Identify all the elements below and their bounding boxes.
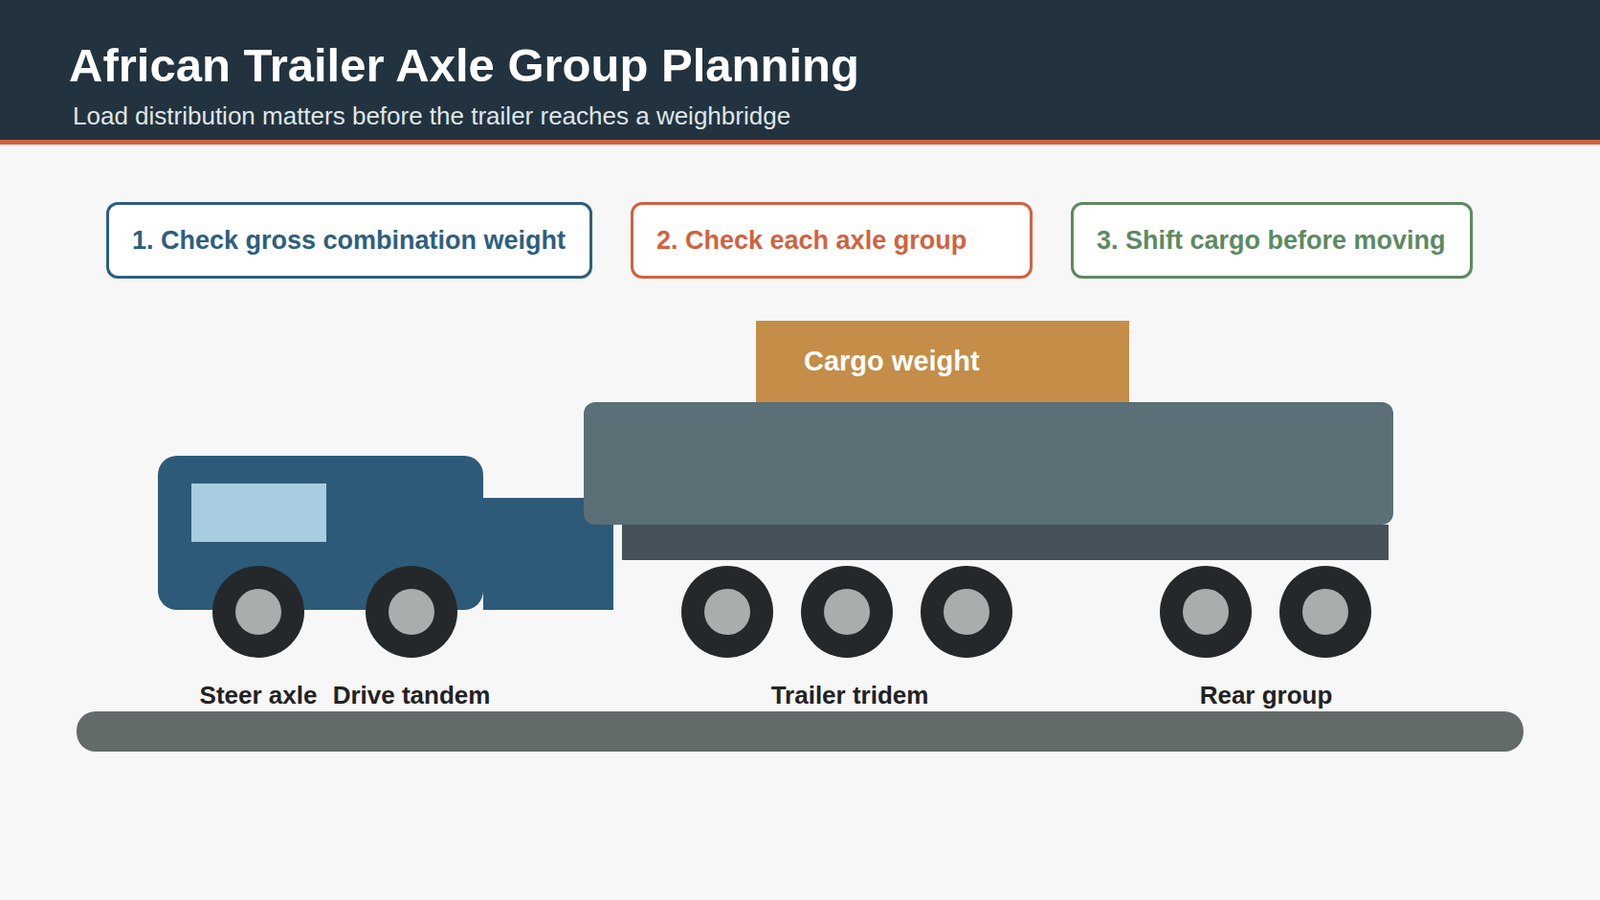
hub <box>1182 588 1229 635</box>
tire <box>681 565 774 658</box>
step-text: 3. Shift cargo before moving <box>1096 225 1447 256</box>
step-box: 1. Check gross combination weight <box>106 201 593 279</box>
step-text: 2. Check each axle group <box>656 225 1007 256</box>
page-title: African Trailer Axle Group Planning <box>68 38 860 92</box>
cargo-block: Cargo weight <box>755 320 1130 402</box>
cab-window <box>191 483 327 542</box>
trailer-body <box>583 401 1394 525</box>
axle-label: Trailer tridem <box>771 680 930 711</box>
header-rule <box>0 139 1600 145</box>
tire <box>920 565 1013 658</box>
step-text: 1. Check gross combination weight <box>132 225 567 256</box>
hub <box>943 588 990 635</box>
tire <box>365 565 458 658</box>
tire <box>212 565 305 658</box>
cargo-label: Cargo weight <box>803 345 1130 378</box>
tire <box>1279 565 1372 658</box>
page-subtitle: Load distribution matters before the tra… <box>72 101 791 132</box>
hub <box>1302 588 1349 635</box>
axle-label: Steer axle <box>200 680 318 711</box>
tire <box>800 565 893 658</box>
axle-label: Drive tandem <box>333 680 491 711</box>
hub <box>235 588 282 635</box>
wheel-set <box>212 565 1372 658</box>
step-box: 3. Shift cargo before moving <box>1070 201 1473 279</box>
header-band <box>0 0 1600 140</box>
step-box: 2. Check each axle group <box>630 201 1033 279</box>
hub <box>704 588 751 635</box>
axle-label: Rear group <box>1200 680 1334 711</box>
road <box>76 711 1524 752</box>
trailer-chassis <box>622 524 1389 560</box>
hub <box>823 588 870 635</box>
tire <box>1159 565 1252 658</box>
hub <box>388 588 435 635</box>
